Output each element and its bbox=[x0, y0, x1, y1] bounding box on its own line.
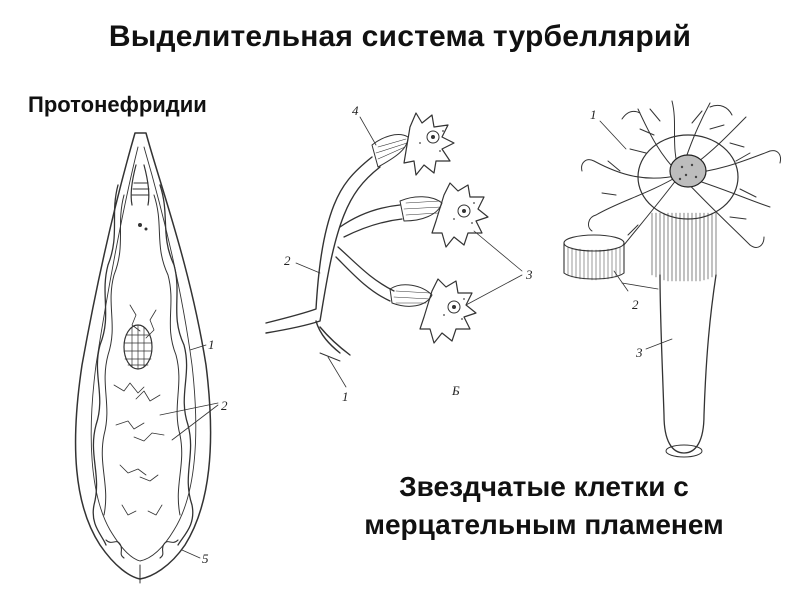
label-3: 3 bbox=[635, 345, 643, 360]
label-1: 1 bbox=[590, 107, 597, 122]
caption-line-2: мерцательным пламенем bbox=[364, 509, 724, 540]
slide-title: Выделительная система турбеллярий bbox=[108, 20, 692, 53]
label-2: 2 bbox=[221, 398, 228, 413]
flame-cell-bottom bbox=[419, 278, 477, 344]
caption-line-1: Звездчатые клетки с bbox=[399, 471, 689, 502]
flame-cell-top bbox=[403, 112, 455, 176]
label-2: 2 bbox=[284, 253, 291, 268]
flame-cell-middle bbox=[431, 182, 489, 248]
planarian-illustration: 1 2 5 bbox=[74, 132, 228, 584]
flame-cell-detail: 1 2 3 bbox=[563, 100, 781, 458]
label-4: 4 bbox=[352, 103, 359, 118]
label-1: 1 bbox=[342, 389, 349, 404]
label-2: 2 bbox=[632, 297, 639, 312]
flame-cross-section bbox=[563, 234, 625, 281]
label-3: 3 bbox=[525, 267, 533, 282]
caption: Звездчатые клетки с мерцательным пламене… bbox=[320, 468, 768, 544]
slide-subtitle: Протонефридии bbox=[28, 92, 207, 117]
label-1: 1 bbox=[208, 337, 215, 352]
label-5: 5 bbox=[202, 551, 209, 566]
figure-letter-b: Б bbox=[451, 383, 460, 398]
flame-cells-diagram: 4 2 3 1 Б bbox=[265, 103, 533, 404]
